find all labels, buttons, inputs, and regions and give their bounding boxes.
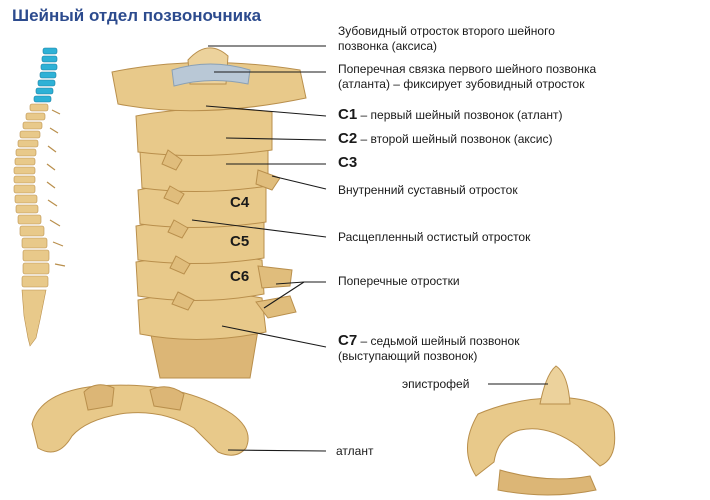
- label-c3-code: C3: [338, 154, 358, 171]
- label-c1-code: C1: [338, 106, 358, 123]
- label-transverse-ligament: Поперечная связка первого шейного позвон…: [338, 62, 597, 91]
- label-c7: C7 – седьмой шейный позвонок (выступающи…: [338, 333, 558, 364]
- page-title: Шейный отдел позвоночника: [12, 6, 262, 25]
- label-c7-text: – седьмой шейный позвонок (выступающий п…: [338, 334, 520, 363]
- label-c2-text: – второй шейный позвонок (аксис): [360, 132, 553, 146]
- label-articular-process: Внутренний суставный отросток: [338, 183, 518, 197]
- label-dens: Зубовидный отросток второго шейного позв…: [338, 24, 555, 53]
- label-spinous-process: Расщепленный остистый отросток: [338, 230, 531, 244]
- label-atlas: атлант: [336, 444, 374, 458]
- label-c2-code: C2: [338, 130, 358, 147]
- label-transverse-processes: Поперечные отростки: [338, 274, 460, 288]
- label-epistropheus: эпистрофей: [402, 377, 470, 391]
- label-c7-code: C7: [338, 332, 358, 349]
- atlas-illustration: [31, 384, 249, 456]
- leader-lines: [191, 45, 548, 452]
- vertebra-label-c5: C5: [230, 233, 249, 250]
- vertebra-label-c4: C4: [230, 194, 250, 211]
- axis-illustration: [467, 365, 616, 496]
- cervical-column-illustration: C4 C5 C6: [111, 47, 307, 379]
- thoracic-lumbar-segment: [13, 103, 50, 347]
- label-c1-text: – первый шейный позвонок (атлант): [360, 108, 563, 122]
- vertebra-label-c6: C6: [230, 268, 249, 285]
- cervical-segment: [33, 47, 58, 103]
- label-c3: C3: [338, 155, 357, 171]
- full-spine-figure: [13, 47, 66, 347]
- label-c1: C1 – первый шейный позвонок (атлант): [338, 107, 563, 123]
- label-c2: C2 – второй шейный позвонок (аксис): [338, 131, 552, 147]
